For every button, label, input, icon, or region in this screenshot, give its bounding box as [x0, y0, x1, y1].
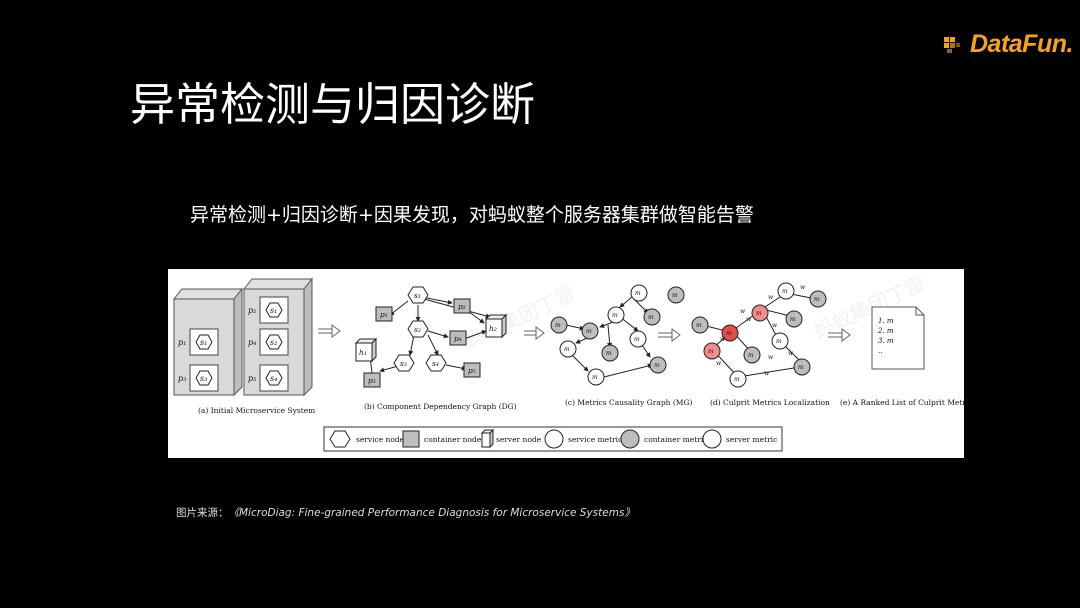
ranked-item: 1. m	[878, 317, 894, 325]
source-reference: 《MicroDiag: Fine-grained Performance Dia…	[228, 507, 635, 519]
legend-service-metric: service metric	[568, 435, 622, 444]
slide-title: 异常检测与归因诊断	[130, 78, 536, 131]
svg-text:h₁: h₁	[359, 348, 367, 357]
svg-text:w: w	[772, 322, 778, 329]
svg-text:s₄: s₄	[270, 374, 277, 383]
svg-text:p₂: p₂	[458, 302, 466, 311]
svg-text:s₁: s₁	[270, 306, 277, 315]
svg-text:w: w	[764, 370, 770, 377]
svg-text:p₅: p₅	[248, 374, 257, 383]
svg-text:w: w	[716, 360, 722, 367]
caption-a: (a) Initial Microservice System	[198, 406, 315, 415]
svg-text:p₁: p₁	[380, 310, 388, 319]
svg-text:m: m	[672, 292, 678, 299]
legend-server-metric: server metric	[726, 435, 777, 444]
svg-text:m: m	[612, 312, 618, 319]
svg-text:w: w	[800, 284, 806, 291]
svg-text:s₂: s₂	[414, 325, 421, 334]
svg-text:m: m	[776, 338, 782, 345]
svg-text:s₁: s₁	[414, 291, 421, 300]
figure-legend: service node container node server node …	[323, 426, 783, 452]
svg-text:m: m	[798, 364, 804, 371]
svg-text:p₄: p₄	[248, 338, 256, 347]
svg-text:m: m	[634, 336, 640, 343]
legend-service-node: service node	[356, 435, 405, 444]
svg-text:m: m	[592, 374, 598, 381]
svg-text:m: m	[654, 362, 660, 369]
svg-text:m: m	[648, 314, 654, 321]
panel-d: mmm mmm mmm mm www www www w (d) Culprit…	[691, 282, 830, 407]
logo-mark-icon	[944, 37, 960, 53]
panel-c: m m m m m m m m m m m (c) Metrics Causality Gra…	[550, 284, 692, 407]
svg-text:m: m	[726, 330, 732, 337]
legend-server-node: server node	[496, 435, 542, 444]
svg-text:w: w	[746, 316, 752, 323]
svg-text:s₄: s₄	[432, 359, 439, 368]
svg-text:p₅: p₅	[468, 366, 476, 375]
svg-text:m: m	[708, 348, 714, 355]
slide-subtitle: 异常检测+归因诊断+因果发现，对蚂蚁整个服务器集群做智能告警	[190, 204, 754, 226]
svg-text:p₃: p₃	[368, 376, 376, 385]
svg-text:w: w	[768, 354, 774, 361]
svg-text:m: m	[696, 322, 702, 329]
panel-b: s₁ s₂ s₃ s₄ p₁ p₂ p₄ p₅ p₃ h₁ h₂ (b) Componen…	[354, 286, 517, 411]
ranked-item: 3. m	[878, 337, 894, 345]
svg-text:p₂: p₂	[248, 306, 256, 315]
caption-b: (b) Component Dependency Graph (DG)	[364, 402, 517, 411]
svg-text:h₂: h₂	[489, 324, 497, 333]
source-label: 图片来源：	[176, 507, 229, 519]
svg-text:p₁: p₁	[178, 338, 186, 347]
svg-text:s₂: s₂	[270, 338, 277, 347]
svg-text:p₃: p₃	[178, 374, 186, 383]
svg-text:w: w	[720, 336, 726, 343]
datafun-logo: DataFun.	[944, 30, 1073, 58]
svg-text:m: m	[635, 290, 641, 297]
caption-d: (d) Culprit Metrics Localization	[710, 398, 830, 407]
panel-e: 1. m 2. m 3. m .. (e) A Ranked List of C…	[840, 306, 964, 407]
svg-text:w: w	[740, 308, 746, 315]
svg-text:s₃: s₃	[200, 374, 207, 383]
ranked-item: 2. m	[877, 327, 894, 335]
image-source: 图片来源：《MicroDiag: Fine-grained Performanc…	[176, 505, 635, 520]
svg-text:..: ..	[878, 347, 882, 355]
svg-text:m: m	[814, 296, 820, 303]
svg-text:m: m	[586, 328, 592, 335]
panel-a: p₁ s₁ p₃ s₃ p₂ s₁ p₄ s₂ p₅ s₄ (a) Initial Mic…	[172, 277, 315, 415]
svg-text:m: m	[734, 376, 740, 383]
caption-e: (e) A Ranked List of Culprit Metrics	[840, 398, 964, 407]
caption-c: (c) Metrics Causality Graph (MG)	[565, 398, 692, 407]
legend-container-node: container node	[424, 435, 482, 444]
svg-text:p₄: p₄	[454, 334, 462, 343]
svg-text:m: m	[606, 350, 612, 357]
svg-text:w: w	[788, 350, 794, 357]
svg-text:m: m	[790, 316, 796, 323]
svg-text:m: m	[756, 310, 762, 317]
svg-text:s₃: s₃	[400, 359, 407, 368]
svg-text:w: w	[768, 294, 774, 301]
svg-text:s₁: s₁	[200, 338, 207, 347]
svg-text:m: m	[564, 346, 570, 353]
svg-text:m: m	[782, 288, 788, 295]
svg-text:m: m	[748, 352, 754, 359]
svg-text:m: m	[555, 322, 561, 329]
logo-text: DataFun.	[970, 29, 1073, 58]
legend-container-metric: container metric	[644, 435, 707, 444]
